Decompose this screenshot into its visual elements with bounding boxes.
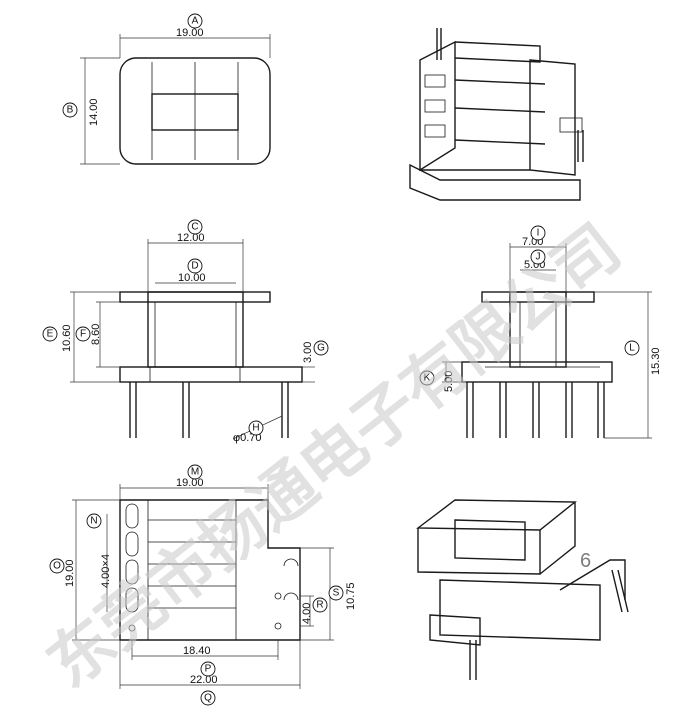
label-l: L [629,343,635,354]
label-m: M [191,467,199,478]
dim-b-value: 14.00 [88,98,100,126]
side-view: 7.00 I 5.00 J 15.30 L 5.00 K [419,225,662,439]
dim-s-value: 10.75 [345,582,357,610]
bottom-view: 19.00 M N 19.00 O 4.00×4 18.40 P 22.00 Q [49,464,357,706]
front-base [119,366,303,383]
label-b: B [67,105,74,116]
dim-q-value: 22.00 [190,674,218,686]
dim-o-value: 19.00 [64,559,76,587]
label-e: E [47,329,54,340]
company-watermark: 东莞市扬通电子有限公司 [34,211,634,703]
view-badge: 6 [580,550,591,572]
label-k: K [424,373,431,384]
label-o: O [53,561,61,572]
dim-g-value: 3.00 [302,342,314,363]
label-r: R [316,600,323,611]
dim-a-value: 19.00 [176,27,204,39]
label-s: S [333,588,340,599]
front-view: 12.00 C 10.00 D 10.60 E 8.60 F 3.00 G φ0… [42,219,329,444]
top-view: 19.00 A 14.00 B [62,13,271,165]
label-c: C [191,222,198,233]
dim-pitch-value: 4.00×4 [100,554,112,588]
dim-e-value: 10.60 [61,324,73,352]
side-base [461,361,613,383]
dim-l-value: 15.30 [650,347,662,375]
dim-f-value: 8.60 [90,324,102,345]
label-d: D [191,261,198,272]
dim-k-value: 5.00 [443,371,455,392]
label-f: F [80,329,86,340]
dim-p-value: 18.40 [183,645,211,657]
label-g: G [317,343,325,354]
label-n: N [90,516,97,527]
front-top-flange [119,291,271,303]
top-outline [119,57,271,165]
isometric-view-1 [409,28,584,201]
dim-c-value: 12.00 [177,232,205,244]
label-j: J [536,252,541,263]
top-window [151,93,239,131]
label-i: I [537,228,540,239]
label-p: P [205,664,212,675]
label-a: A [192,16,199,27]
dim-d-value: 10.00 [178,272,206,284]
front-core-body [147,291,244,368]
label-q: Q [204,693,212,704]
isometric-view-2: 6 [415,499,629,680]
dim-r-value: 4.00 [301,603,313,624]
dim-m-value: 19.00 [176,477,204,489]
label-h: H [252,423,259,434]
